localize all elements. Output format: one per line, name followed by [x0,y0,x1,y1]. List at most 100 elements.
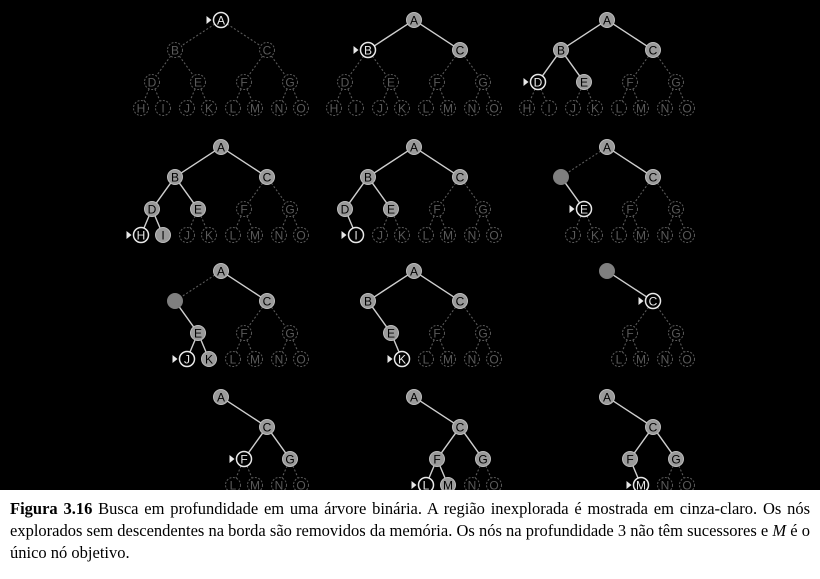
edge-B-D [155,55,172,77]
node-F [236,201,252,217]
edge-A-C [612,150,648,174]
node-F [622,74,638,90]
edge-D-I [154,88,161,102]
node-N [271,227,287,243]
edge-C-F [440,306,457,328]
edge-D-I [154,215,161,229]
edge-B-E [371,182,388,204]
edge-C-G [270,432,287,454]
node-label-G: G [285,75,294,89]
node-J [372,100,388,116]
node-label-M: M [443,101,453,115]
node-label-L: L [616,101,623,115]
node-label-M: M [443,478,453,490]
edge-A-C [226,23,262,47]
node-D [144,74,160,90]
node-label-L: L [616,228,623,242]
node-label-N: N [468,352,477,366]
edge-F-M [246,465,253,479]
node-label-L: L [230,228,237,242]
node-label-C: C [456,294,465,308]
edge-G-N [281,88,288,102]
node-label-O: O [296,478,305,490]
edge-A-B [180,274,216,298]
node-O [679,351,695,367]
current-node-arrow-icon [353,46,359,54]
node-label-D: D [148,202,157,216]
node-G [475,74,491,90]
edge-F-L [235,465,242,479]
node-G [475,451,491,467]
node-label-L: L [423,101,430,115]
node-label-O: O [489,478,498,490]
node-E [576,74,592,90]
node-label-N: N [661,101,670,115]
node-label-K: K [205,101,213,115]
node-B [553,169,569,185]
node-label-E: E [194,202,202,216]
edge-G-N [474,465,481,479]
node-label-G: G [285,326,294,340]
node-label-L: L [230,352,237,366]
node-label-B: B [364,43,372,57]
node-O [293,100,309,116]
node-label-M: M [443,352,453,366]
edge-F-L [235,339,242,353]
edge-D-H [143,88,150,102]
node-label-K: K [591,228,599,242]
node-label-F: F [626,452,633,466]
node-F [429,201,445,217]
node-label-G: G [478,452,487,466]
node-label-O: O [296,352,305,366]
node-label-O: O [682,478,691,490]
node-label-F: F [240,202,247,216]
edge-C-F [633,55,650,77]
node-I [541,100,557,116]
node-A [213,139,229,155]
node-label-N: N [275,352,284,366]
node-N [464,477,480,490]
node-L [225,477,241,490]
node-label-B: B [171,43,179,57]
edge-C-G [656,306,673,328]
edge-D-I [540,88,547,102]
edge-C-F [247,306,264,328]
edge-F-M [632,88,639,102]
node-J [565,100,581,116]
node-G [475,325,491,341]
edge-A-C [612,274,648,298]
node-H [519,100,535,116]
edge-G-O [292,88,299,102]
edge-D-I [347,215,354,229]
edge-E-J [189,88,196,102]
node-label-A: A [410,390,418,404]
current-node-arrow-icon [626,481,632,489]
node-K [393,350,411,368]
node-label-N: N [661,352,670,366]
edge-G-O [292,465,299,479]
edge-C-F [633,306,650,328]
edge-C-G [463,306,480,328]
node-label-G: G [285,452,294,466]
edge-C-F [440,55,457,77]
node-N [657,477,673,490]
node-label-N: N [275,101,284,115]
node-label-F: F [433,75,440,89]
node-label-A: A [603,390,611,404]
node-label-I: I [161,101,164,115]
node-L [611,351,627,367]
node-C [644,292,662,310]
node-label-C: C [456,420,465,434]
node-label-J: J [570,228,576,242]
edge-G-N [281,215,288,229]
node-C [452,419,468,435]
node-C [645,419,661,435]
node-C [645,169,661,185]
node-label-C: C [263,43,272,57]
node-label-M: M [636,352,646,366]
edge-B-D [348,182,365,204]
edge-C-G [270,55,287,77]
edge-B-E [178,182,195,204]
node-label-F: F [626,75,633,89]
